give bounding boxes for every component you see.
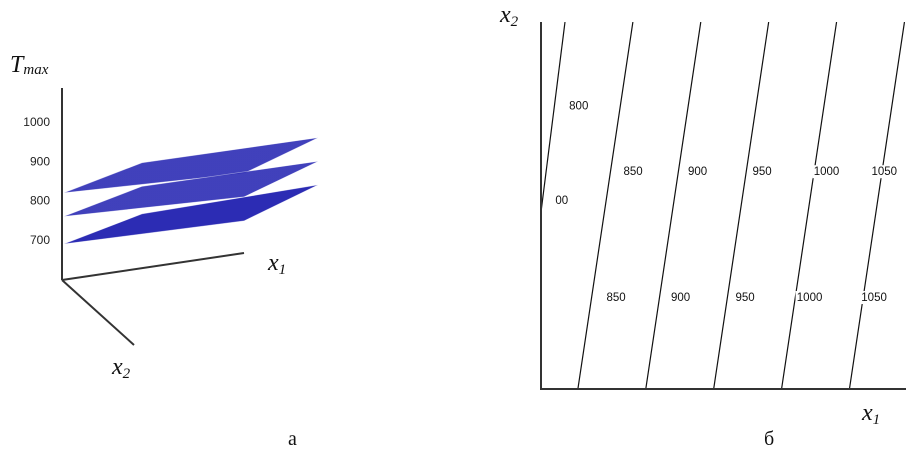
- contour-line: [577, 22, 634, 389]
- contour-label: 900: [671, 292, 690, 304]
- contour-label-bg: [860, 291, 889, 305]
- contour-lines: [541, 22, 906, 389]
- contour-label-bg: [711, 396, 739, 409]
- contour-label-bg: [683, 165, 712, 179]
- contour-level-labels: 800 850 900 950 1000 1050 00 850 900 950 1000 1050 8…: [547, 99, 899, 409]
- contour-label-bg: [564, 99, 593, 113]
- contour-label: 850: [607, 292, 626, 304]
- contour-label: 1050: [861, 292, 887, 304]
- z-tick-label: 800: [30, 194, 50, 208]
- contour-label-bg: [870, 165, 899, 179]
- contour-label-bg: [619, 165, 648, 179]
- contour-label: 1050: [871, 166, 897, 178]
- contour-label-bg: [602, 291, 631, 305]
- contour-label: 800: [569, 101, 588, 113]
- contour-label: 950: [715, 397, 734, 409]
- panel-label-a: а: [288, 428, 297, 450]
- z-tick-labels: 1000 900 800 700: [23, 115, 50, 247]
- x1-axis: [61, 252, 245, 281]
- z-tick-label: 700: [30, 233, 50, 247]
- contour-label: 900: [688, 166, 707, 178]
- contour-label: 950: [752, 166, 771, 178]
- panel-label-b: б: [764, 428, 774, 450]
- contour-label: 850: [623, 166, 642, 178]
- contour-label-bg: [775, 396, 803, 409]
- contour-label: 00: [555, 195, 568, 207]
- contour-line: [780, 22, 838, 389]
- contour-line: [848, 22, 906, 389]
- contour-label-bg: [795, 291, 824, 305]
- contour-label-bg: [646, 396, 674, 409]
- contour-label-bg: [666, 291, 695, 305]
- contour-label-bg: [547, 194, 576, 208]
- contour-label-bg: [731, 291, 760, 305]
- surface-layer: [63, 161, 319, 217]
- contour-x2-axis-label: x2: [499, 2, 519, 30]
- x2-axis-label: x2: [111, 354, 131, 382]
- contour-line: [713, 22, 770, 389]
- contour-label: 1000: [776, 397, 802, 409]
- z-tick-label: 900: [30, 154, 50, 168]
- surface-layer: [63, 184, 319, 245]
- x2-axis: [61, 279, 135, 346]
- contour-label-bg: [812, 165, 841, 179]
- contour-label: 950: [735, 292, 754, 304]
- contour-label-bg: [748, 165, 777, 179]
- surface-layer: [63, 137, 319, 194]
- contour-label: 900: [651, 397, 670, 409]
- panel-b-contour-plot: 800 850 900 950 1000 1050 00 850 900 950 1000 1050 8…: [499, 2, 906, 450]
- panel-a-surface-plot: 1000 900 800 700 Tmax x1 x2 а: [10, 52, 319, 450]
- contour-label-bg: [582, 396, 610, 409]
- contour-line: [541, 22, 566, 213]
- z-tick-label: 1000: [23, 115, 50, 129]
- x1-axis-label: x1: [267, 250, 286, 278]
- contour-label: 1000: [797, 292, 823, 304]
- contour-label: 1000: [814, 166, 840, 178]
- z-axis-label: Tmax: [10, 52, 49, 78]
- contour-x1-axis-label: x1: [861, 400, 880, 428]
- contour-label: 850: [586, 397, 605, 409]
- surface-layers: [63, 137, 319, 245]
- contour-line: [645, 22, 702, 389]
